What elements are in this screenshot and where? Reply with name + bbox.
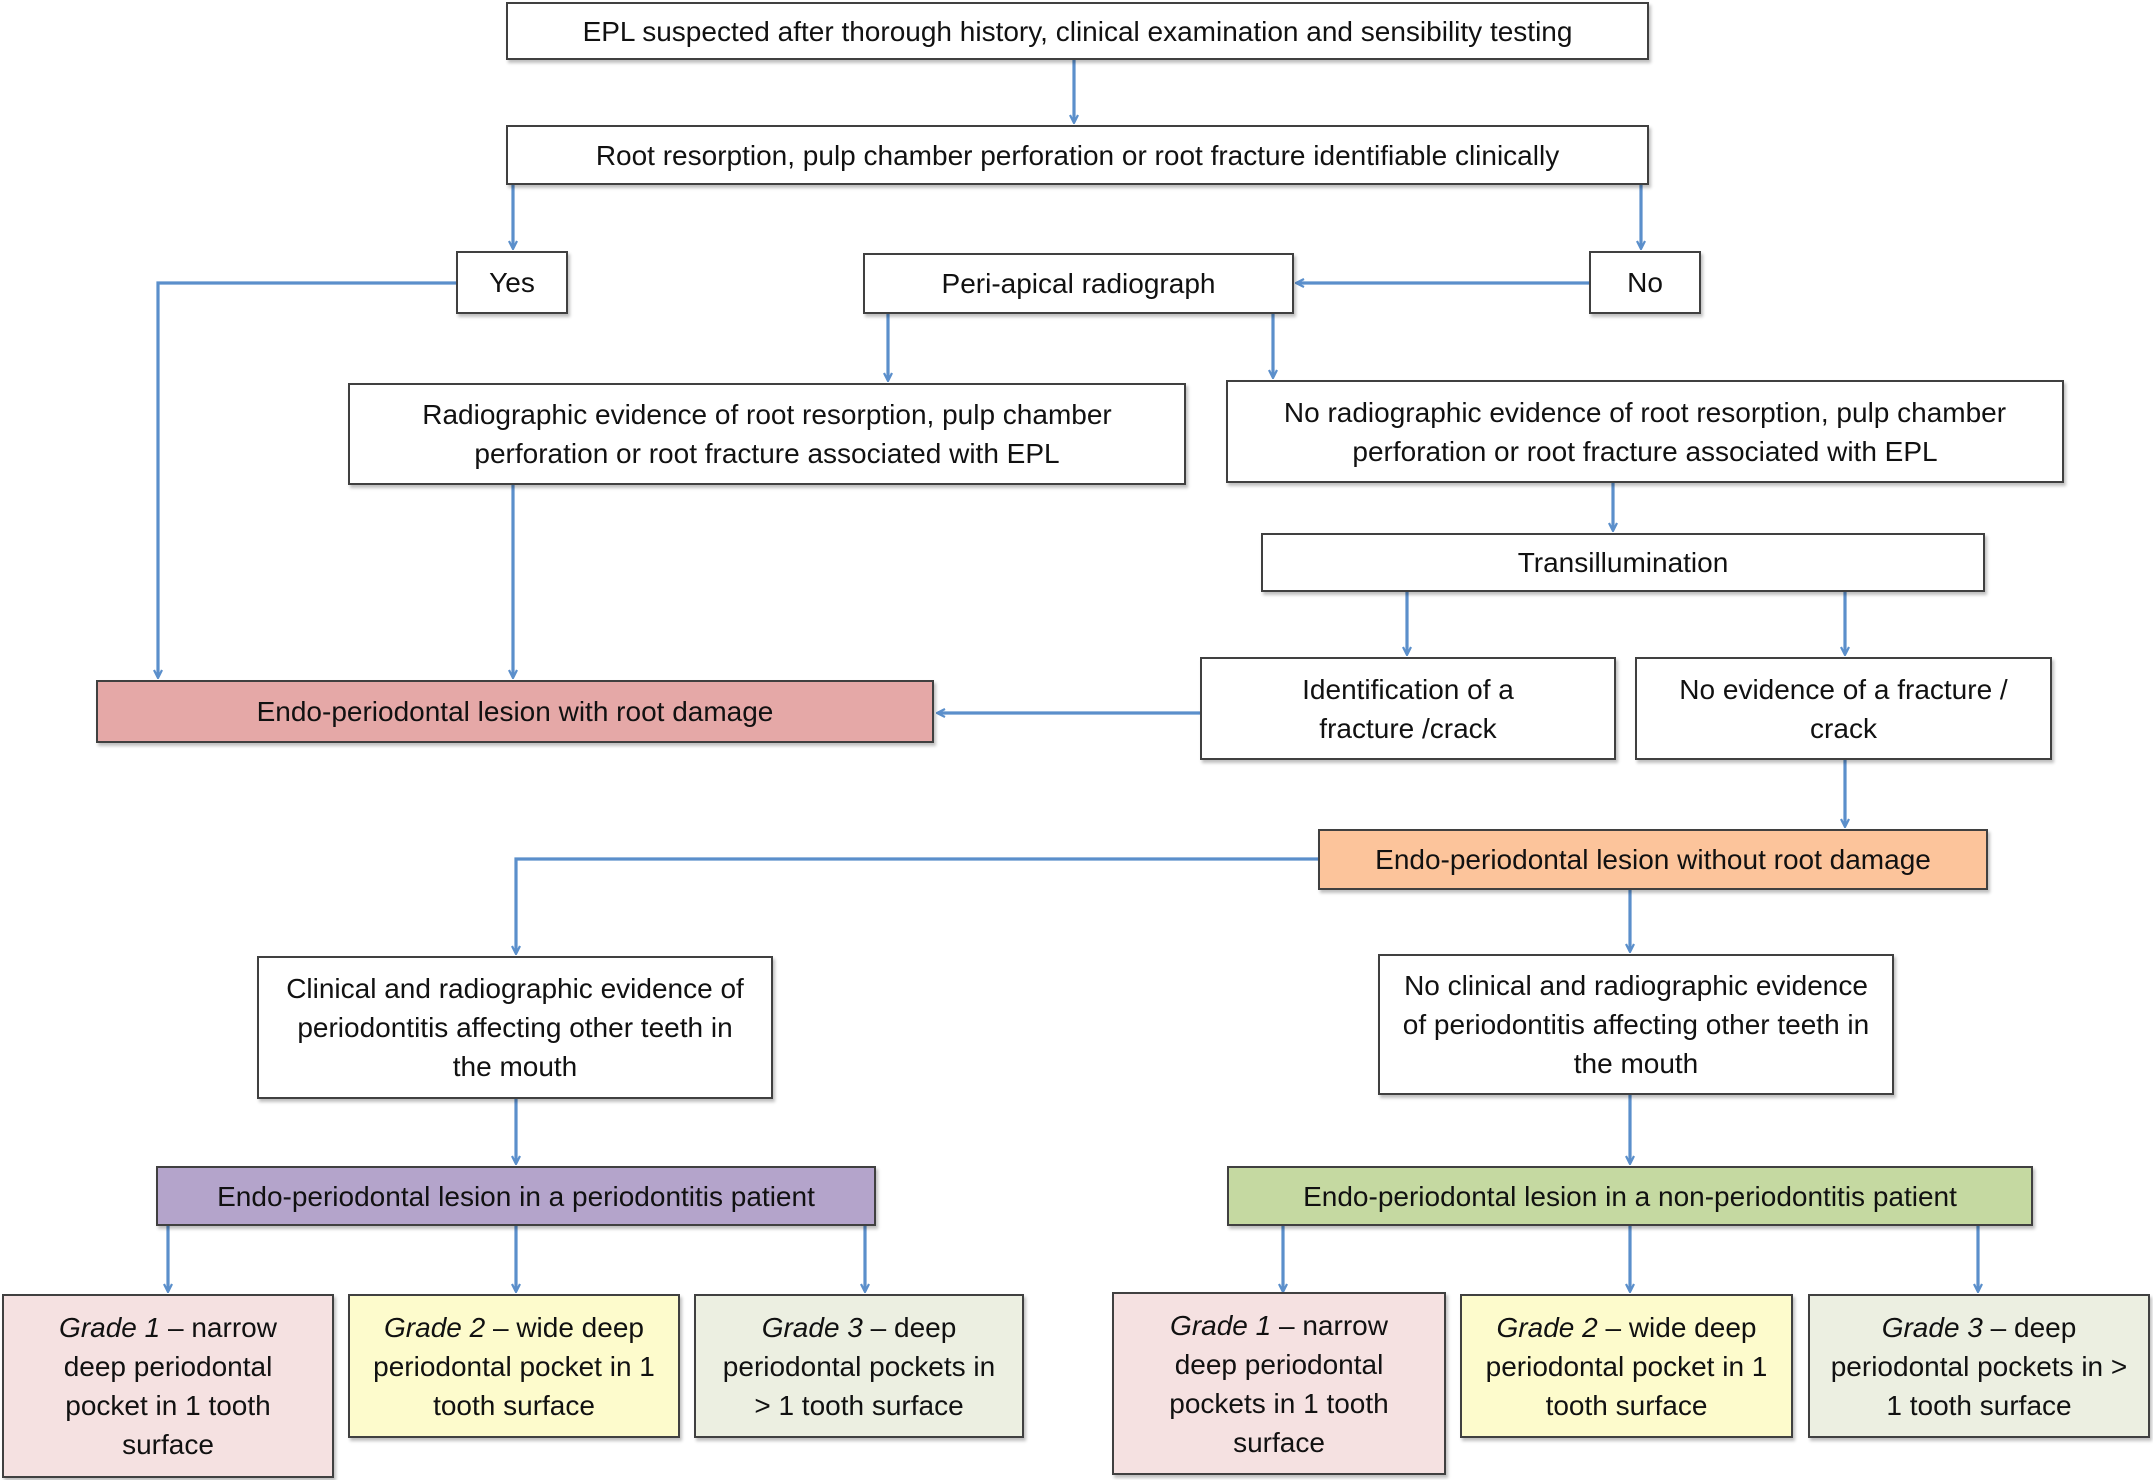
no-fracture-text: No evidence of a fracture / crack — [1679, 673, 2008, 744]
right-grade-2-box: Grade 2 – wide deep periodontal pocket i… — [1460, 1294, 1793, 1438]
left-grade-2-desc: – wide deep periodontal pocket in 1 toot… — [373, 1311, 655, 1421]
non-periodontitis-patient-text: Endo-periodontal lesion in a non-periodo… — [1303, 1180, 1957, 1212]
left-grade-3-desc: – deep periodontal pockets in > 1 tooth … — [722, 1311, 996, 1421]
no-fracture-box: No evidence of a fracture / crack — [1635, 657, 2052, 760]
non-periodontitis-patient-box: Endo-periodontal lesion in a non-periodo… — [1227, 1166, 2033, 1226]
left-grade-2-label: Grade 2 — [384, 1311, 486, 1343]
radiographic-evidence-box: Radiographic evidence of root resorption… — [348, 383, 1186, 485]
arrow-without-damage-to-perio-evidence — [516, 857, 1318, 953]
no-periodontitis-evidence-box: No clinical and radiographic evidence of… — [1378, 954, 1894, 1095]
no-radiographic-evidence-box: No radiographic evidence of root resorpt… — [1226, 380, 2064, 483]
fracture-identified-text: Identification of a fracture /crack — [1302, 673, 1514, 744]
left-grade-3-text: Grade 3 – deep periodontal pockets in > … — [696, 1308, 1022, 1425]
root-damage-box: Endo-periodontal lesion with root damage — [96, 680, 934, 743]
transillumination-text: Transillumination — [1517, 547, 1729, 578]
left-grade-2-box: Grade 2 – wide deep periodontal pocket i… — [348, 1294, 680, 1438]
root-identifiable-box: Root resorption, pulp chamber perforatio… — [506, 125, 1649, 185]
root-identifiable-text: Root resorption, pulp chamber perforatio… — [595, 139, 1560, 171]
yes-box: Yes — [456, 251, 568, 314]
right-grade-1-label: Grade 1 — [1170, 1309, 1272, 1341]
right-grade-2-desc: – wide deep periodontal pocket in 1 toot… — [1485, 1311, 1768, 1421]
no-root-damage-text: Endo-periodontal lesion without root dam… — [1375, 844, 1931, 875]
right-grade-3-label: Grade 3 — [1881, 1311, 1983, 1343]
no-box: No — [1589, 251, 1701, 314]
left-grade-2-text: Grade 2 – wide deep periodontal pocket i… — [350, 1308, 678, 1425]
periodontitis-patient-text: Endo-periodontal lesion in a periodontit… — [217, 1180, 815, 1212]
left-grade-1-label: Grade 1 — [59, 1312, 161, 1343]
no-radiographic-evidence-text: No radiographic evidence of root resorpt… — [1283, 396, 2007, 467]
start-box: EPL suspected after thorough history, cl… — [506, 2, 1649, 60]
start-text: EPL suspected after thorough history, cl… — [582, 15, 1573, 47]
periodontitis-evidence-box: Clinical and radiographic evidence of pe… — [257, 956, 773, 1099]
arrow-yes-to-root-damage — [158, 281, 456, 677]
right-grade-3-desc: – deep periodontal pockets in > 1 tooth … — [1830, 1311, 2128, 1421]
periodontitis-patient-box: Endo-periodontal lesion in a periodontit… — [156, 1166, 876, 1226]
right-grade-1-box: Grade 1 – narrow deep periodontal pocket… — [1112, 1292, 1446, 1475]
right-grade-1-text: Grade 1 – narrow deep periodontal pocket… — [1114, 1306, 1444, 1462]
left-grade-3-box: Grade 3 – deep periodontal pockets in > … — [694, 1294, 1024, 1438]
root-damage-text: Endo-periodontal lesion with root damage — [256, 696, 774, 727]
left-grade-1-desc: – narrow deep periodontal pocket in 1 to… — [63, 1312, 277, 1460]
no-text: No — [1627, 267, 1663, 298]
right-grade-3-text: Grade 3 – deep periodontal pockets in > … — [1810, 1308, 2148, 1425]
yes-text: Yes — [489, 267, 535, 298]
fracture-identified-box: Identification of a fracture /crack — [1200, 657, 1616, 760]
transillumination-box: Transillumination — [1261, 533, 1985, 592]
right-grade-2-text: Grade 2 – wide deep periodontal pocket i… — [1462, 1308, 1791, 1425]
left-grade-1-box: Grade 1 – narrow deep periodontal pocket… — [2, 1294, 334, 1478]
right-grade-1-desc: – narrow deep periodontal pockets in 1 t… — [1169, 1309, 1389, 1458]
radiographic-evidence-text: Radiographic evidence of root resorption… — [422, 399, 1112, 469]
no-periodontitis-evidence-text: No clinical and radiographic evidence of… — [1402, 970, 1870, 1079]
radiograph-box: Peri-apical radiograph — [863, 253, 1294, 314]
periodontitis-evidence-text: Clinical and radiographic evidence of pe… — [286, 973, 744, 1082]
right-grade-2-label: Grade 2 — [1496, 1311, 1598, 1343]
left-grade-3-label: Grade 3 — [761, 1311, 863, 1343]
right-grade-3-box: Grade 3 – deep periodontal pockets in > … — [1808, 1294, 2150, 1438]
no-root-damage-box: Endo-periodontal lesion without root dam… — [1318, 829, 1988, 890]
left-grade-1-text: Grade 1 – narrow deep periodontal pocket… — [4, 1308, 332, 1464]
radiograph-text: Peri-apical radiograph — [941, 268, 1216, 299]
